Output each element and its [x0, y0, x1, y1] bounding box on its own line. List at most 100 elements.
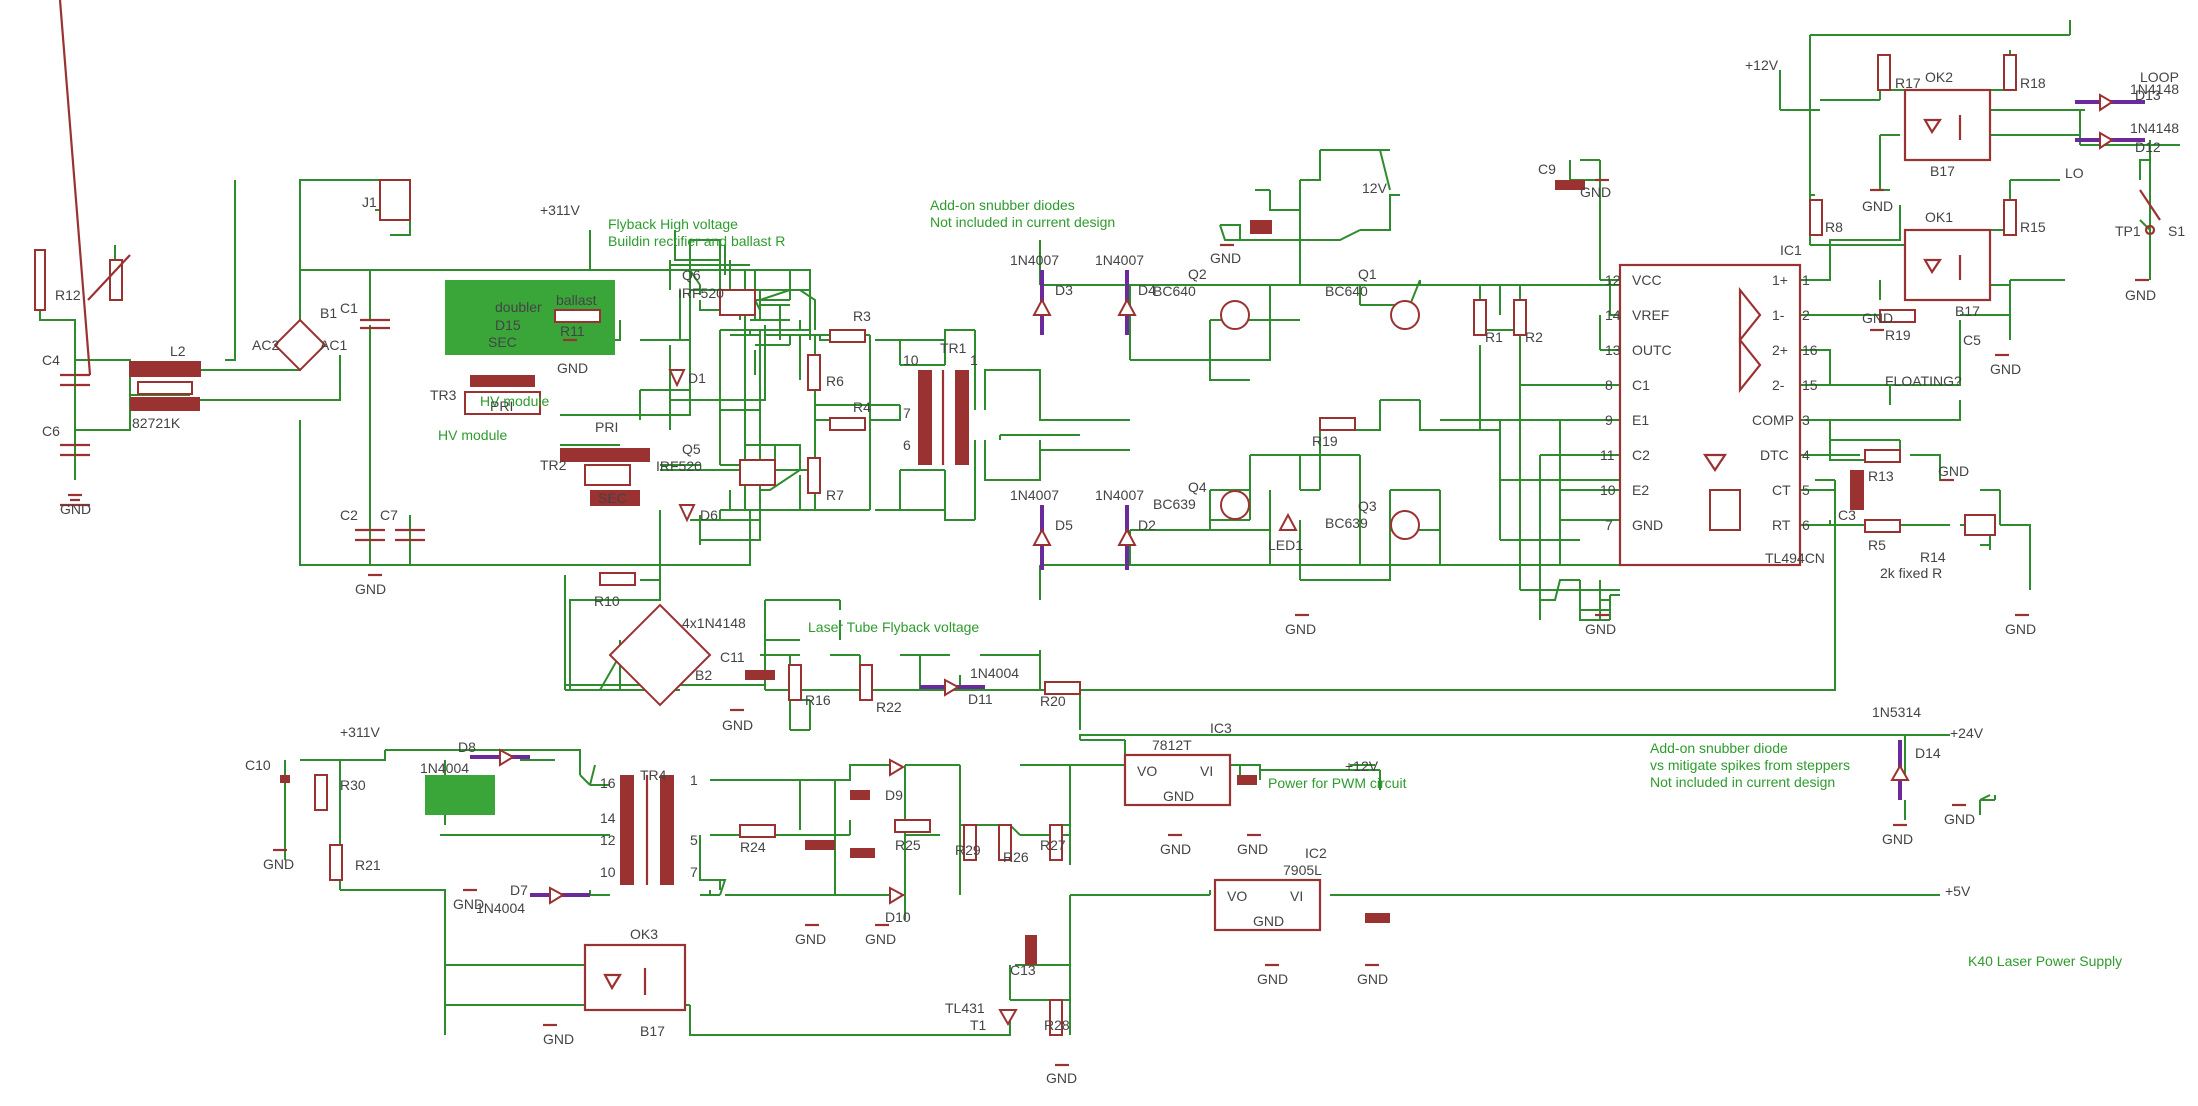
ic1-pin-num: 5	[1802, 482, 1810, 498]
label-pri-1: PRI	[490, 398, 513, 414]
ground-symbols	[68, 178, 2149, 1067]
gnd-label: GND	[1944, 811, 1975, 827]
ic1-pin-name: OUTC	[1632, 342, 1672, 358]
label-tl431: TL431	[945, 1000, 985, 1016]
label-r4: R4	[853, 399, 871, 415]
label-b2: B2	[695, 667, 712, 683]
label-ok1: OK1	[1925, 209, 1953, 225]
label-r2: R2	[1525, 329, 1543, 345]
ic1-pin-num: 3	[1802, 412, 1810, 428]
label-c3: C3	[1838, 507, 1856, 523]
ic2-vi: VI	[1290, 888, 1303, 904]
ic1-pin-num: 1	[1802, 272, 1810, 288]
label-r26: R26	[1003, 849, 1029, 865]
label-r17: R17	[1895, 75, 1921, 91]
label-r15: R15	[2020, 219, 2046, 235]
ic1-pin-name: CT	[1772, 482, 1791, 498]
ic1-pin-name: DTC	[1760, 447, 1789, 463]
label-ac2: AC2	[252, 337, 279, 353]
label-ballast: ballast	[556, 292, 597, 308]
label-c11: C11	[720, 649, 745, 665]
ic1-pin-num: 4	[1802, 447, 1810, 463]
ic1-right-pins: 1 1+ 2 1- 16 2+ 15 2- 3 COMP 4 DTC 5 CT …	[1752, 272, 1818, 533]
note-snubber-2: Not included in current design	[930, 214, 1115, 230]
label-ac1: AC1	[320, 337, 347, 353]
label-c13: C13	[1010, 962, 1036, 978]
r12-resistor	[109, 259, 123, 301]
label-r28: R28	[1044, 1017, 1070, 1033]
label-d1: D1	[688, 370, 706, 386]
gnd-label: GND	[453, 896, 484, 912]
label-r8: R8	[1825, 219, 1843, 235]
label-r5: R5	[1868, 537, 1886, 553]
gnd-label: GND	[2005, 621, 2036, 637]
label-d14-part: 1N5314	[1872, 704, 1921, 720]
label-r3: R3	[853, 308, 871, 324]
label-n4148-2: 1N4148	[2130, 120, 2179, 136]
note-flyback-hv-2: Buildin rectifier and ballast R	[608, 233, 785, 249]
tr4-pin: 1	[690, 772, 698, 788]
label-r14: R14	[1920, 549, 1946, 565]
label-n4007-2: 1N4007	[1095, 252, 1144, 268]
label-ic2-part: 7905L	[1283, 862, 1322, 878]
label-c2: C2	[340, 507, 358, 523]
label-d3: D3	[1055, 282, 1073, 298]
ic1-pin-num: 12	[1605, 272, 1621, 288]
label-tr2: TR2	[540, 457, 567, 473]
tr4-pin: 7	[690, 864, 698, 880]
label-bc640-1: BC640	[1153, 283, 1196, 299]
label-doubler: doubler	[495, 299, 542, 315]
gnd-label: GND	[795, 931, 826, 947]
label-d13: D13	[2135, 87, 2161, 103]
gnd-label: GND	[1882, 831, 1913, 847]
label-r13: R13	[1868, 468, 1894, 484]
label-r10: R10	[594, 593, 620, 609]
ic1-pin-name: VREF	[1632, 307, 1669, 323]
d8-module-box	[425, 775, 495, 815]
note-snubber-1: Add-on snubber diodes	[930, 197, 1075, 213]
label-b17-3: B17	[640, 1023, 665, 1039]
label-bc639-2: BC639	[1325, 515, 1368, 531]
gnd-label: GND	[60, 501, 91, 517]
label-r22: R22	[876, 699, 902, 715]
label-c4: C4	[42, 352, 60, 368]
label-d11-part: 1N4004	[970, 665, 1019, 681]
label-b1: B1	[320, 305, 337, 321]
label-d9: D9	[885, 787, 903, 803]
ic1-pin-num: 8	[1605, 377, 1613, 393]
ic1-pin-name: E2	[1632, 482, 1649, 498]
label-pri-2: PRI	[595, 419, 618, 435]
ic1-pin-name: 2-	[1772, 377, 1785, 393]
label-q3: Q3	[1358, 498, 1377, 514]
note-laser-tube: Laser Tube Flyback voltage	[808, 619, 979, 635]
tr4-pin: 12	[600, 832, 616, 848]
ic1-pin-name: 1+	[1772, 272, 1788, 288]
ic2-vo: VO	[1227, 888, 1247, 904]
label-r24: R24	[740, 839, 766, 855]
label-r30: R30	[340, 777, 366, 793]
ic1-pin-name: C2	[1632, 447, 1650, 463]
label-d12: D12	[2135, 139, 2161, 155]
label-ok3: OK3	[630, 926, 658, 942]
label-d11: D11	[968, 691, 993, 707]
label-s1: S1	[2168, 223, 2185, 239]
gnd-label: GND	[1357, 971, 1388, 987]
note-fixed-r: 2k fixed R	[1880, 565, 1942, 581]
ic1-pin-name: VCC	[1632, 272, 1662, 288]
label-q1: Q1	[1358, 266, 1377, 282]
label-r21: R21	[355, 857, 381, 873]
label-bridge-part: 4x1N4148	[682, 615, 746, 631]
label-r1: R1	[1485, 329, 1503, 345]
note-flyback-hv-1: Flyback High voltage	[608, 216, 738, 232]
label-n4007-4: 1N4007	[1095, 487, 1144, 503]
label-ic1: IC1	[1780, 242, 1802, 258]
tr4-pin: 16	[600, 775, 616, 791]
label-q2: Q2	[1188, 266, 1207, 282]
label-ok2: OK2	[1925, 69, 1953, 85]
net-loop: LOOP	[2140, 69, 2179, 85]
ic1-pin-num: 10	[1600, 482, 1616, 498]
label-d6: D6	[700, 507, 718, 523]
net-12v-top: 12V	[1362, 180, 1388, 196]
label-r19a: R19	[1312, 433, 1338, 449]
